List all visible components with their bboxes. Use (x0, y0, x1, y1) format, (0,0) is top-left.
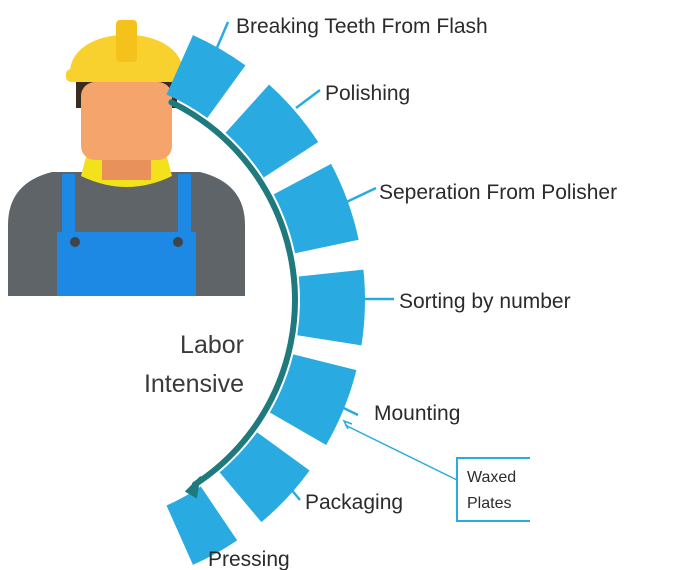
note-label-line1: Waxed (467, 469, 516, 486)
worker-overall-button-right (173, 237, 183, 247)
step-label-pressing: Pressing (208, 548, 290, 570)
segment-seperation (273, 163, 359, 254)
segment-packaging (219, 432, 310, 523)
connector-packaging (279, 475, 301, 501)
waxed-plates-note: Waxed Plates (342, 419, 530, 522)
label-connectors (180, 21, 394, 556)
step-label-sorting: Sorting by number (399, 290, 571, 313)
connector-pressing (180, 511, 204, 556)
step-label-breaking-teeth: Breaking Teeth From Flash (236, 15, 488, 38)
center-label-line1: Labor (180, 331, 244, 359)
worker-helmet-brim (66, 69, 187, 82)
worker-overall-button-left (70, 237, 80, 247)
step-label-packaging: Packaging (305, 491, 403, 514)
segment-breaking-teeth (166, 35, 246, 118)
worker-overall-bib (57, 232, 196, 296)
connector-seperation (335, 186, 377, 209)
arrow-arc (168, 99, 298, 488)
segment-pressing (166, 486, 238, 565)
note-bracket (456, 457, 530, 522)
worker-overall-strap-right (178, 174, 191, 240)
construction-worker-icon (8, 20, 245, 296)
note-label-line2: Plates (467, 495, 511, 512)
connector-polishing (295, 89, 321, 109)
arrow-head (184, 475, 201, 499)
process-segments (166, 35, 365, 565)
segment-polishing (225, 84, 319, 178)
connector-breaking-teeth (214, 21, 230, 51)
step-label-polishing: Polishing (325, 82, 410, 105)
center-label-line2: Intensive (144, 370, 244, 398)
step-label-mounting: Mounting (374, 402, 460, 425)
worker-face (81, 82, 172, 160)
worker-overall-strap-left (62, 174, 75, 240)
step-label-seperation: Seperation From Polisher (379, 181, 617, 204)
segment-sorting (297, 269, 365, 346)
segment-mounting (269, 354, 357, 445)
worker-helmet-ridge (116, 20, 137, 62)
connector-mounting (326, 398, 359, 417)
labor-intensive-arrow (168, 99, 298, 499)
